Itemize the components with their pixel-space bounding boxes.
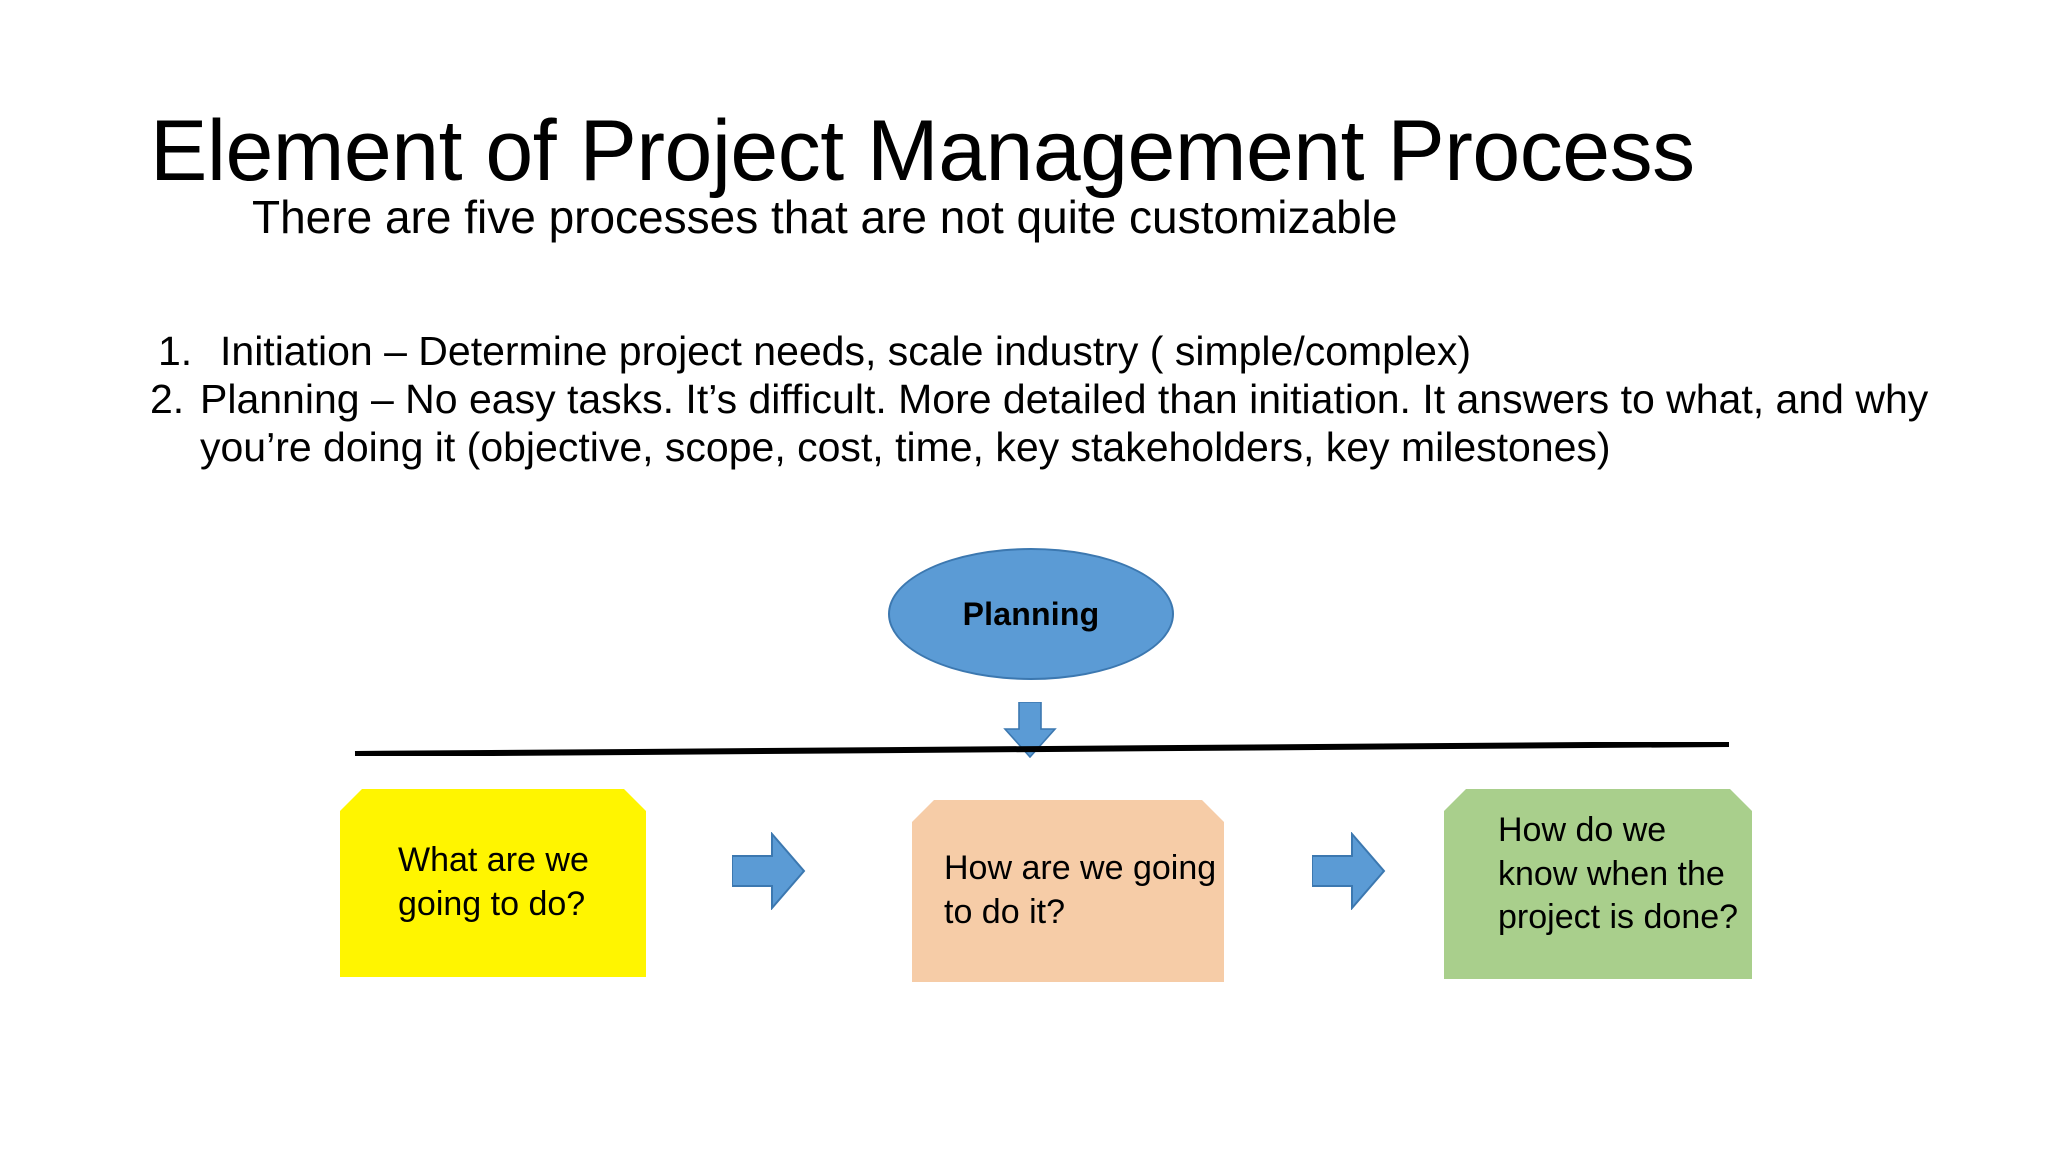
process-box-what: What are we going to do? xyxy=(340,789,646,977)
horizontal-divider-line xyxy=(354,742,1730,756)
list-item-marker: 1. xyxy=(158,328,193,374)
planning-ellipse-shape: Planning xyxy=(888,548,1174,680)
list-item-text: Initiation – Determine project needs, sc… xyxy=(220,328,1472,374)
down-arrow-icon xyxy=(1003,702,1057,758)
right-arrow-icon xyxy=(1312,832,1386,910)
process-box-done: How do we know when the project is done? xyxy=(1444,789,1752,979)
list-item-text: Planning – No easy tasks. It’s difficult… xyxy=(200,375,1929,470)
process-box-how: How are we going to do it? xyxy=(912,800,1224,982)
right-arrow-icon xyxy=(732,832,806,910)
page-title: Element of Project Management Process xyxy=(150,102,1695,199)
list-item: 1. Initiation – Determine project needs,… xyxy=(158,328,1950,376)
numbered-list: 1. Initiation – Determine project needs,… xyxy=(150,328,1950,472)
process-box-what-label: What are we going to do? xyxy=(398,841,589,923)
list-item: 2. Planning – No easy tasks. It’s diffic… xyxy=(150,376,1950,472)
process-box-done-label: How do we know when the project is done? xyxy=(1498,811,1739,937)
planning-ellipse-label: Planning xyxy=(962,595,1100,632)
list-item-marker: 2. xyxy=(150,375,185,422)
process-box-how-label: How are we going to do it? xyxy=(944,849,1217,931)
slide-subtitle: There are five processes that are not qu… xyxy=(252,191,1398,243)
